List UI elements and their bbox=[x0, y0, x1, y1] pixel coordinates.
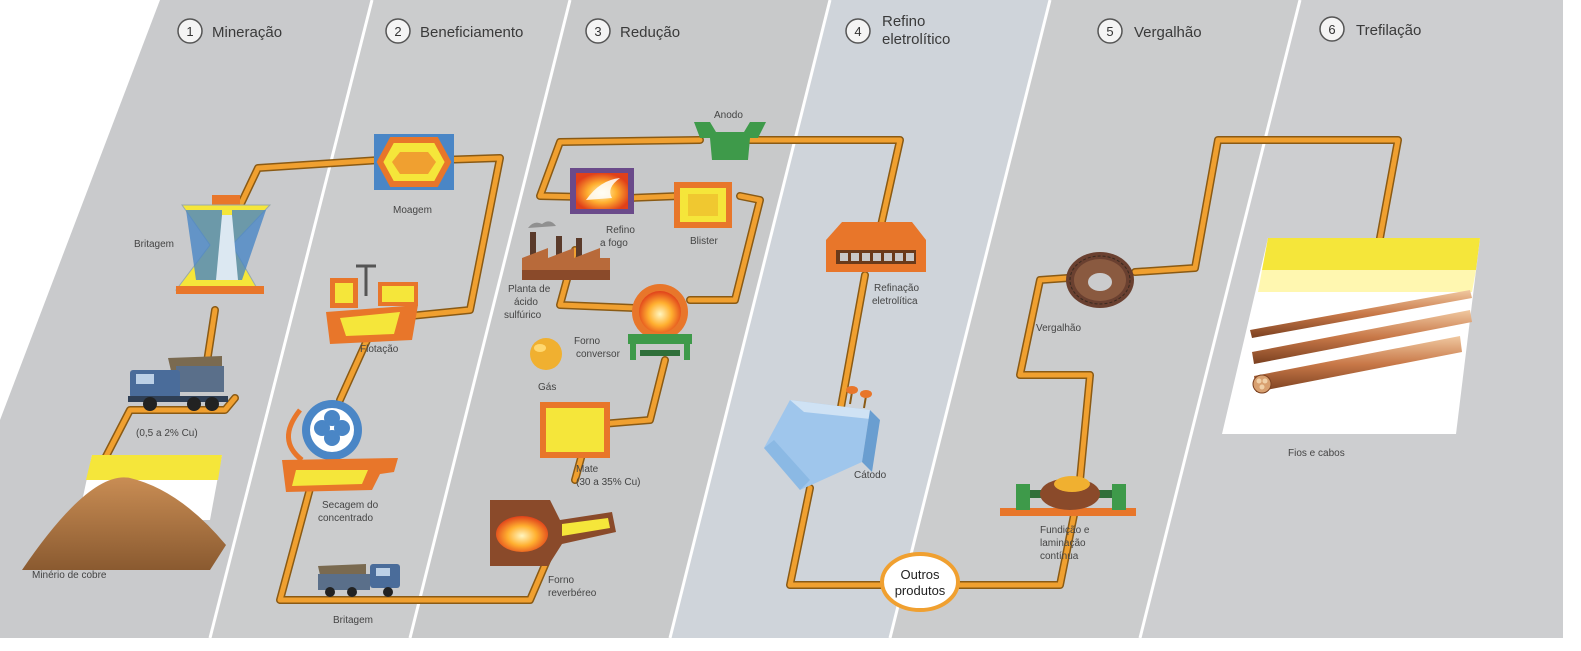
label-secagem-1: Secagem do bbox=[322, 500, 379, 511]
label-flotacao: Flotação bbox=[360, 344, 399, 355]
label-teor: (0,5 a 2% Cu) bbox=[136, 428, 198, 439]
label-fundicao-1: Fundição e bbox=[1040, 525, 1090, 536]
label-anodo: Anodo bbox=[714, 110, 743, 121]
stage-number-badge bbox=[845, 18, 871, 44]
other-products-hub: Outros produtos bbox=[880, 552, 960, 612]
acid-plant-icon bbox=[522, 221, 610, 280]
label-blister: Blister bbox=[690, 236, 718, 247]
label-forno-conv-2: conversor bbox=[576, 349, 621, 360]
copper-rods-icon bbox=[1250, 290, 1472, 394]
label-britagem-2: Britagem bbox=[333, 615, 373, 626]
label-planta-3: sulfúrico bbox=[504, 310, 542, 321]
label-planta-1: Planta de bbox=[508, 284, 551, 295]
stage-title: Mineração bbox=[212, 24, 282, 41]
label-secagem-2: concentrado bbox=[318, 513, 373, 524]
stage-number-badge bbox=[385, 18, 411, 44]
stage-number: 6 bbox=[1328, 22, 1335, 37]
stage-title: Redução bbox=[620, 24, 680, 41]
crusher-icon bbox=[174, 195, 272, 294]
stage-title: Beneficiamento bbox=[420, 24, 523, 41]
label-outros-1: Outros bbox=[900, 567, 940, 582]
wire-rod-coil-icon bbox=[1066, 252, 1134, 308]
label-outros-2: produtos bbox=[895, 583, 946, 598]
reverberatory-furnace-icon bbox=[490, 500, 616, 566]
cathode-icon bbox=[764, 386, 880, 490]
stage-number-badge bbox=[585, 18, 611, 44]
copper-ore-panel bbox=[22, 455, 226, 570]
panel-dividers bbox=[208, 0, 1302, 639]
label-britagem: Britagem bbox=[134, 239, 174, 250]
stage-number: 1 bbox=[186, 24, 193, 39]
fire-refining-icon bbox=[570, 168, 634, 214]
dryer-icon bbox=[282, 400, 398, 492]
stage-header-5: 5 Vergalhão bbox=[1097, 18, 1202, 44]
label-minerio: Minério de cobre bbox=[32, 570, 107, 581]
label-forno-conv-1: Forno bbox=[574, 336, 601, 347]
stage-title: Trefilação bbox=[1356, 22, 1421, 39]
stage-title: Vergalhão bbox=[1134, 24, 1202, 41]
label-refinacao-2: eletrolítica bbox=[872, 296, 918, 307]
stage-header-3: 3 Redução bbox=[585, 18, 680, 44]
panel-vergalhao bbox=[890, 0, 1300, 638]
label-moagem: Moagem bbox=[393, 205, 432, 216]
label-mate-1: Mate bbox=[576, 464, 599, 475]
label-refino-fogo-2: a fogo bbox=[600, 238, 628, 249]
label-vergalhao: Vergalhão bbox=[1036, 323, 1081, 334]
electrolytic-refinery-icon bbox=[826, 222, 926, 272]
dump-truck-small-icon bbox=[318, 564, 400, 597]
stage-number: 3 bbox=[594, 24, 601, 39]
label-planta-2: ácido bbox=[514, 297, 538, 308]
label-gas: Gás bbox=[538, 382, 556, 393]
label-catodo: Cátodo bbox=[854, 470, 887, 481]
mill-icon bbox=[374, 134, 454, 190]
label-forno-rev-1: Forno bbox=[548, 575, 575, 586]
gas-tank-icon bbox=[530, 338, 562, 370]
stage-header-1: 1 Mineração bbox=[177, 18, 282, 44]
stage-title-line1: Refino bbox=[882, 13, 925, 30]
label-refinacao-1: Refinação bbox=[874, 283, 919, 294]
wires-cables-panel bbox=[1222, 238, 1480, 434]
stage-title-line2: eletrolítico bbox=[882, 31, 950, 48]
stage-number-badge bbox=[1319, 16, 1345, 42]
label-fios: Fios e cabos bbox=[1288, 448, 1345, 459]
stage-header-2: 2 Beneficiamento bbox=[385, 18, 523, 44]
label-mate-2: (30 a 35% Cu) bbox=[576, 477, 640, 488]
flotation-icon bbox=[326, 264, 418, 344]
blister-icon bbox=[674, 182, 732, 228]
stage-number-badge bbox=[177, 18, 203, 44]
stage-header-4: 4 Refino eletrolítico bbox=[845, 13, 950, 48]
stage-number: 5 bbox=[1106, 24, 1113, 39]
stage-header-6: 6 Trefilação bbox=[1319, 16, 1421, 42]
label-fundicao-3: contínua bbox=[1040, 551, 1079, 562]
converter-furnace-icon bbox=[628, 284, 692, 360]
anode-icon bbox=[694, 122, 766, 160]
label-refino-fogo-1: Refino bbox=[606, 225, 635, 236]
label-forno-rev-2: reverbéreo bbox=[548, 588, 597, 599]
stage-number: 2 bbox=[394, 24, 401, 39]
stage-number: 4 bbox=[854, 24, 861, 39]
matte-icon bbox=[540, 402, 610, 458]
stage-number-badge bbox=[1097, 18, 1123, 44]
dump-truck-icon bbox=[128, 356, 228, 411]
casting-rolling-icon bbox=[1000, 476, 1136, 516]
label-fundicao-2: laminação bbox=[1040, 538, 1086, 549]
